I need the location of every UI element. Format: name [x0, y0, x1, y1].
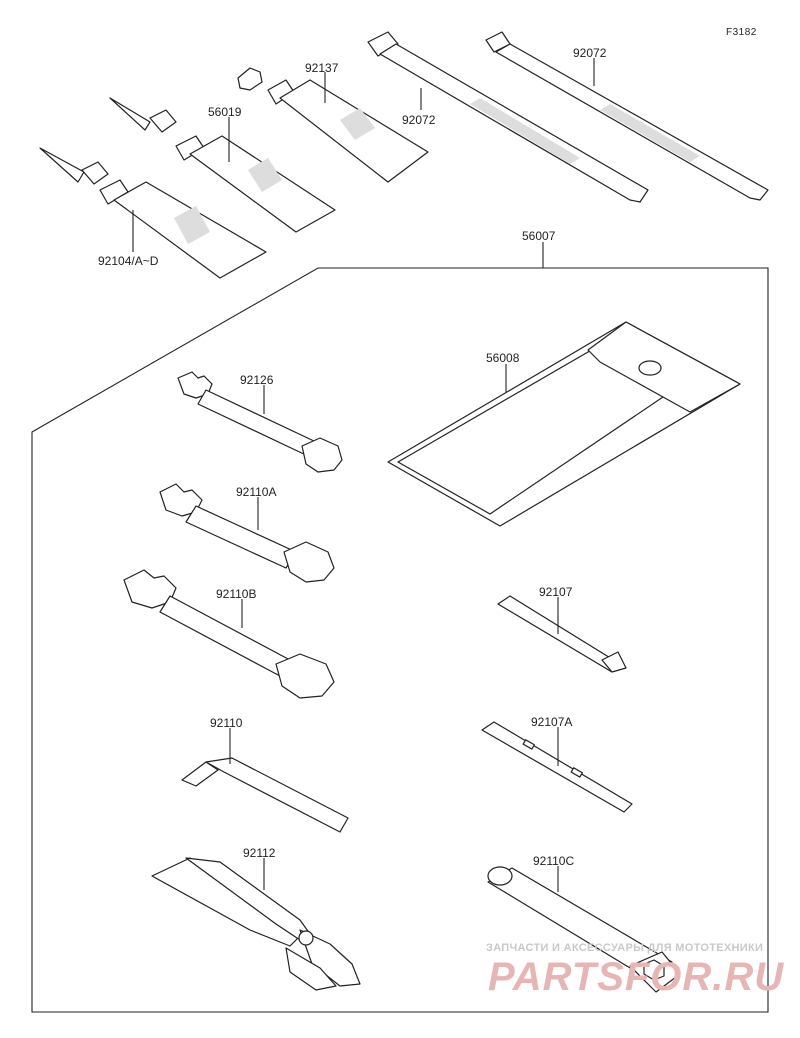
cable-tie-92072-right[interactable]: [485, 31, 769, 201]
screwdriver-92107A[interactable]: [481, 721, 633, 813]
label-92110A: 92110A: [236, 485, 276, 499]
diagram-code: F3182: [726, 27, 757, 38]
wrench-92126[interactable]: [177, 371, 343, 473]
tool-pouch-56008[interactable]: [387, 321, 741, 527]
sealant-tube-92104[interactable]: [39, 147, 267, 279]
label-92072-left: 92072: [402, 113, 436, 127]
label-92112: 92112: [243, 846, 276, 860]
label-56007: 56007: [522, 229, 556, 243]
label-56008: 56008: [486, 351, 520, 365]
watermark-brand: PARTSFOR.RU: [488, 955, 784, 999]
label-92110C: 92110C: [533, 854, 574, 868]
wrench-92110B[interactable]: [123, 569, 335, 699]
label-56019: 56019: [208, 105, 242, 119]
wrench-92110A[interactable]: [159, 483, 335, 583]
leader-lines: [132, 58, 595, 892]
label-92110: 92110: [210, 716, 243, 730]
label-92126: 92126: [240, 373, 274, 387]
toolkit-boundary: [31, 267, 769, 1013]
sealant-tube-92137[interactable]: [237, 67, 429, 183]
screwdriver-92107[interactable]: [497, 595, 627, 673]
label-92104: 92104/A~D: [98, 254, 159, 268]
sealant-tube-56019[interactable]: [109, 97, 336, 233]
box-wrench-92110C[interactable]: [487, 866, 681, 993]
hex-key-92110[interactable]: [181, 757, 349, 833]
label-92107: 92107: [539, 585, 573, 599]
cable-tie-92072-left[interactable]: [367, 31, 649, 203]
watermark-tagline: ЗАПЧАСТИ И АКСЕССУАРЫ ДЛЯ МОТОТЕХНИКИ: [486, 942, 763, 954]
label-92072-right: 92072: [573, 46, 607, 60]
label-92107A: 92107A: [531, 715, 572, 729]
label-92137: 92137: [305, 61, 339, 75]
label-92110B: 92110B: [216, 587, 256, 601]
pliers-92112[interactable]: [151, 857, 361, 991]
